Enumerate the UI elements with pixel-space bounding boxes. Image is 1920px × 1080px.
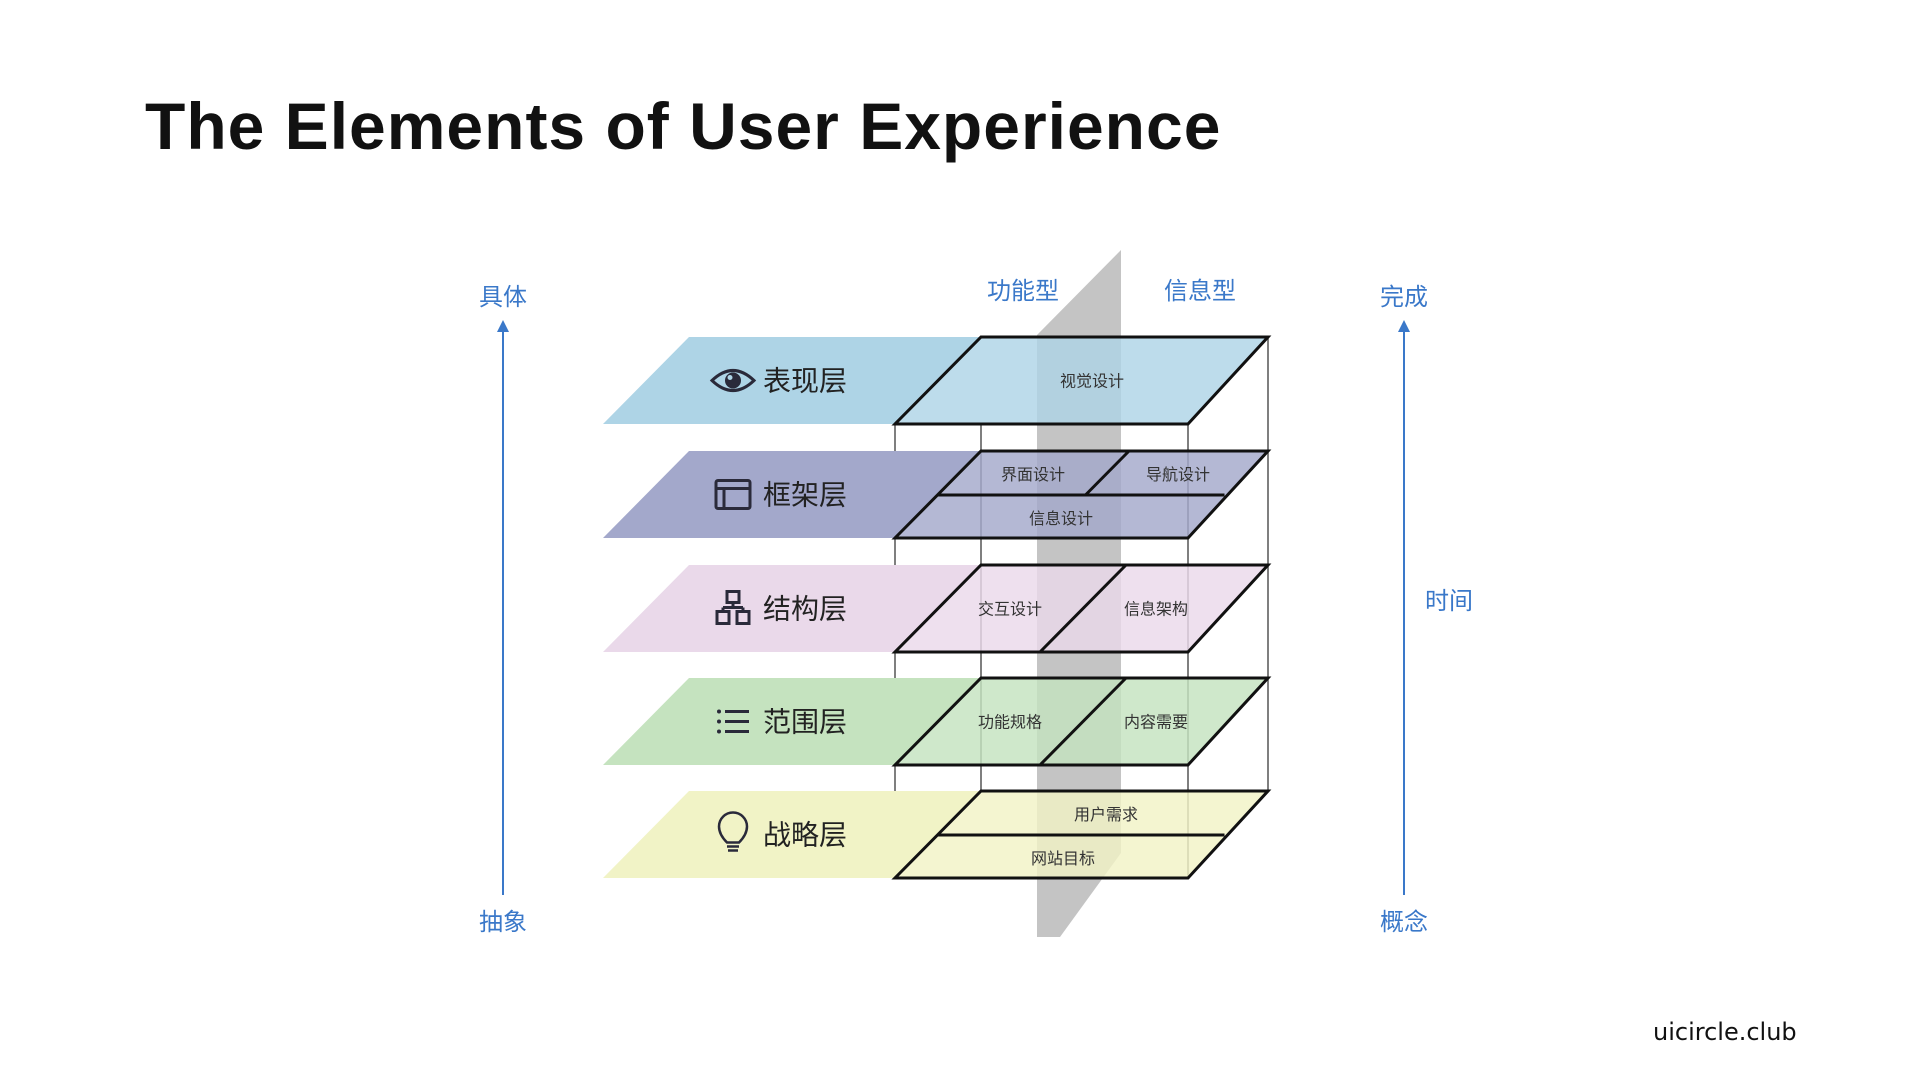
layer-3: 结构层 交互设计 信息架构 bbox=[603, 563, 1272, 654]
cell-divider bbox=[1038, 676, 1128, 767]
right-axis-bottom-label: 概念 bbox=[1380, 908, 1428, 936]
layer-name: 框架层 bbox=[763, 479, 847, 512]
window-icon bbox=[714, 479, 752, 510]
layer-plane bbox=[891, 335, 1272, 426]
right-axis-middle-label: 时间 bbox=[1425, 587, 1473, 615]
layer-cell: 导航设计 bbox=[1146, 465, 1210, 484]
lightbulb-icon bbox=[717, 811, 749, 852]
layer-cell: 用户需求 bbox=[1074, 805, 1138, 824]
layer-name: 战略层 bbox=[763, 819, 847, 852]
layer-cell: 界面设计 bbox=[1001, 465, 1065, 484]
cell-divider bbox=[1038, 563, 1128, 654]
right-axis: 完成 时间 概念 bbox=[1380, 283, 1473, 936]
layer-label-strip bbox=[603, 791, 981, 878]
layer-label-strip bbox=[603, 565, 981, 652]
layer-name: 范围层 bbox=[763, 706, 847, 739]
layer-cell: 功能规格 bbox=[978, 713, 1042, 732]
layer-cell: 信息架构 bbox=[1124, 600, 1188, 619]
right-axis-top-label: 完成 bbox=[1380, 283, 1428, 311]
list-icon bbox=[717, 709, 749, 734]
layer-name: 结构层 bbox=[763, 593, 847, 626]
sitemap-icon bbox=[715, 590, 751, 625]
layer-1: 表现层 视觉设计 bbox=[603, 335, 1272, 426]
cell-divider bbox=[1084, 449, 1131, 497]
right-axis-arrowhead bbox=[1398, 320, 1410, 332]
layer-cell: 信息设计 bbox=[1029, 509, 1093, 528]
layer-cell: 内容需要 bbox=[1124, 713, 1188, 732]
layer-cell: 交互设计 bbox=[978, 600, 1042, 619]
column-header-functional: 功能型 bbox=[987, 277, 1059, 305]
left-axis-arrowhead bbox=[497, 320, 509, 332]
left-axis-bottom-label: 抽象 bbox=[479, 908, 527, 936]
column-header-informational: 信息型 bbox=[1164, 277, 1236, 305]
eye-icon bbox=[709, 369, 757, 392]
footer-site-label: uicircle.club bbox=[1653, 1018, 1797, 1046]
page-title: The Elements of User Experience bbox=[145, 89, 1222, 163]
layer-label-strip bbox=[603, 451, 981, 538]
layer-name: 表现层 bbox=[763, 365, 847, 398]
layer-cell: 网站目标 bbox=[1031, 849, 1095, 868]
layer-label-strip bbox=[603, 678, 981, 765]
left-axis: 具体 抽象 bbox=[479, 283, 527, 936]
layer-label-strip bbox=[603, 337, 981, 424]
left-axis-top-label: 具体 bbox=[479, 283, 527, 311]
layer-cell: 视觉设计 bbox=[1060, 372, 1124, 391]
layer-4: 范围层 功能规格 内容需要 bbox=[603, 676, 1272, 767]
